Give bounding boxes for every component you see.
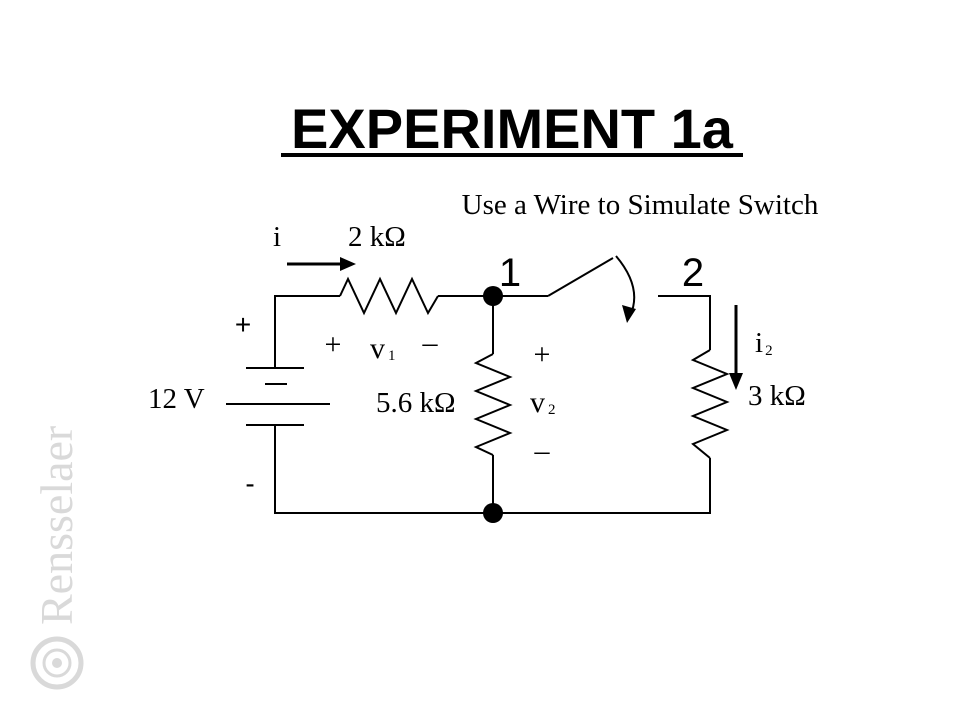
- current-i-label: i: [273, 221, 281, 253]
- v2-subscript: 2: [548, 402, 556, 418]
- v2-letter: v: [530, 386, 545, 419]
- resistor-5p6k-label: 5.6 kΩ: [376, 387, 456, 419]
- battery-symbol: [226, 367, 330, 426]
- watermark-text: Rensselaer: [31, 426, 82, 625]
- slide-title: EXPERIMENT 1a: [291, 97, 734, 160]
- source-voltage-label: 12 V: [148, 383, 205, 415]
- switch-blade: [547, 257, 614, 297]
- resistor-3k-label: 3 kΩ: [748, 380, 806, 412]
- curved-arrow-icon: [615, 255, 636, 323]
- seal-icon: [30, 636, 84, 690]
- switch-position-1: 1: [499, 251, 521, 295]
- v2-minus: –: [534, 434, 551, 467]
- v1-letter: v: [370, 332, 385, 365]
- v1-plus: +: [325, 328, 342, 361]
- resistor-3k: [690, 349, 730, 459]
- resistor-2k-label: 2 kΩ: [348, 221, 406, 253]
- v2-plus: +: [534, 338, 551, 371]
- rensselaer-watermark: Rensselaer: [30, 426, 84, 690]
- source-minus: -: [245, 468, 254, 499]
- resistor-2k: [339, 276, 439, 316]
- v1-subscript: 1: [388, 348, 396, 364]
- node-dot-top: [483, 286, 503, 306]
- i2-letter: i: [755, 327, 763, 359]
- current-i-arrow: [287, 257, 356, 271]
- v1-minus: –: [422, 326, 439, 359]
- i2-subscript: 2: [765, 343, 773, 359]
- switch-note: Use a Wire to Simulate Switch: [462, 189, 819, 221]
- node-dot-bottom: [483, 503, 503, 523]
- current-i2-arrow: [729, 305, 743, 390]
- resistor-5p6k: [473, 353, 513, 456]
- source-plus: +: [235, 309, 251, 340]
- switch-position-2: 2: [682, 251, 704, 295]
